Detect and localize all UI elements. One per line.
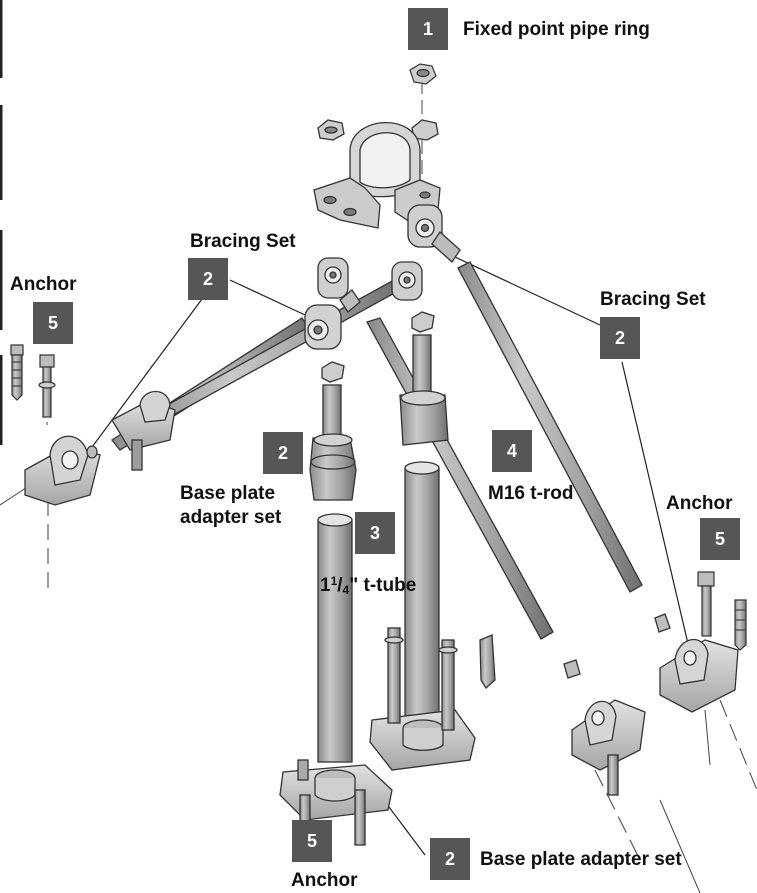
callout-badge-base-plate-adapter-set: 2 <box>263 432 303 474</box>
right-anchor-bracket-upper <box>659 638 739 713</box>
label-base-plate-adapter-set-bottom: Base plate adapter set <box>480 849 682 870</box>
label-bracing-set-left: Bracing Set <box>190 231 296 252</box>
label-anchor-bottom: Anchor <box>291 870 358 891</box>
label-fixed-point-pipe-ring: Fixed point pipe ring <box>463 19 650 40</box>
callout-badge-anchor-left: 5 <box>33 302 73 344</box>
callout-badge-fixed-point-pipe-ring: 1 <box>408 8 448 50</box>
top-hex-nut <box>409 63 437 85</box>
label-t-tube-frac-num: 1 <box>330 574 338 588</box>
base-plate-bottom-middle <box>369 627 496 771</box>
base-plate-adapter-right <box>399 311 449 446</box>
callout-badge-base-plate-adapter-set-bottom: 2 <box>430 838 470 880</box>
label-anchor-left: Anchor <box>10 274 77 295</box>
swivel-joint-upper <box>407 204 461 263</box>
callout-badge-bracing-set-right: 2 <box>600 317 640 359</box>
label-base-plate-adapter-set-line1: Base plate <box>180 483 276 504</box>
label-bracing-set-right: Bracing Set <box>600 289 706 310</box>
label-t-tube-size: 1 <box>320 575 331 596</box>
base-plate-adapter-left <box>309 361 357 501</box>
left-anchor-bracket <box>24 390 176 506</box>
callout-badge-t-tube: 3 <box>355 512 395 554</box>
label-t-tube-rest: " t-tube <box>349 575 417 596</box>
callout-badge-anchor-right: 5 <box>700 518 740 560</box>
m16-t-rod-right <box>457 261 671 633</box>
leader-lines <box>74 249 701 856</box>
right-anchor-bolts <box>697 571 747 651</box>
left-anchor-bolts <box>10 344 56 418</box>
label-anchor-right: Anchor <box>666 493 733 514</box>
callout-badge-m16-t-rod: 4 <box>492 430 532 472</box>
label-base-plate-adapter-set-line2: adapter set <box>180 507 282 528</box>
callout-badge-anchor-bottom: 5 <box>292 820 332 862</box>
label-t-tube-frac-den: 4 <box>342 583 350 597</box>
callout-badge-bracing-set-left: 2 <box>188 258 228 300</box>
label-m16-t-rod: M16 t-rod <box>488 483 574 504</box>
base-plate-bottom-left <box>279 759 393 846</box>
label-t-tube: 11/4" t-tube <box>320 574 417 597</box>
right-anchor-bracket-lower <box>571 699 646 796</box>
t-tube-left <box>317 513 353 763</box>
assembly-axes <box>0 80 757 893</box>
